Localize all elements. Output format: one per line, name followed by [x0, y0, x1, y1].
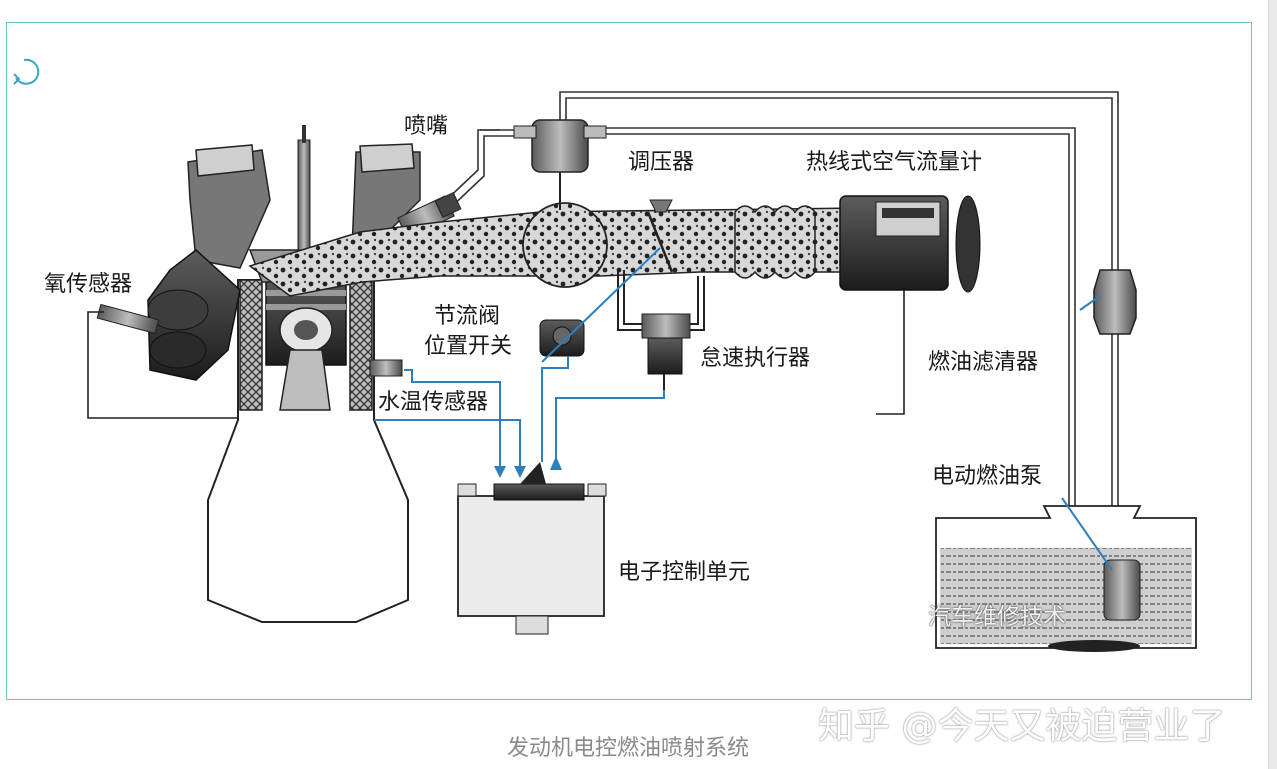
label-pressure-regulator: 调压器 [628, 150, 695, 175]
label-fuel-filter: 燃油滤清器 [928, 350, 1039, 375]
fuel-tank [935, 505, 1197, 652]
signal-arrows [494, 456, 562, 478]
figure-caption: 发动机电控燃油喷射系统 [506, 736, 749, 761]
label-injector: 喷嘴 [404, 114, 449, 139]
air-flow-meter [839, 195, 981, 293]
throttle-position-switch [539, 319, 585, 357]
label-oxygen-sensor: 氧传感器 [44, 272, 133, 297]
fuel-filter [1093, 269, 1137, 335]
refresh-icon[interactable] [8, 52, 40, 94]
wiring-black [87, 290, 905, 419]
label-ecu: 电子控制单元 [618, 560, 751, 585]
label-air-flow-meter: 热线式空气流量计 [806, 150, 983, 175]
label-throttle-switch-1: 节流阀 [434, 304, 501, 329]
idle-actuator [641, 313, 691, 390]
site-watermark: 知乎 @今天又被迫营业了 [818, 706, 1226, 747]
image-watermark: 汽车维修技术 [928, 604, 1066, 630]
signal-lines [374, 247, 1113, 571]
label-idle-actuator: 怠速执行器 [700, 346, 811, 371]
pressure-regulator [513, 119, 607, 210]
scrollbar[interactable] [1268, 0, 1277, 769]
cylinder-head [187, 125, 421, 283]
intake-manifold [248, 199, 861, 297]
engine-block [207, 274, 409, 623]
water-temp-sensor [369, 359, 403, 377]
ecu-unit [457, 462, 607, 635]
label-throttle-switch-2: 位置开关 [424, 334, 513, 359]
label-water-temp-sensor: 水温传感器 [378, 390, 489, 415]
label-electric-fuel-pump: 电动燃油泵 [932, 464, 1043, 489]
exhaust-manifold [96, 249, 241, 381]
